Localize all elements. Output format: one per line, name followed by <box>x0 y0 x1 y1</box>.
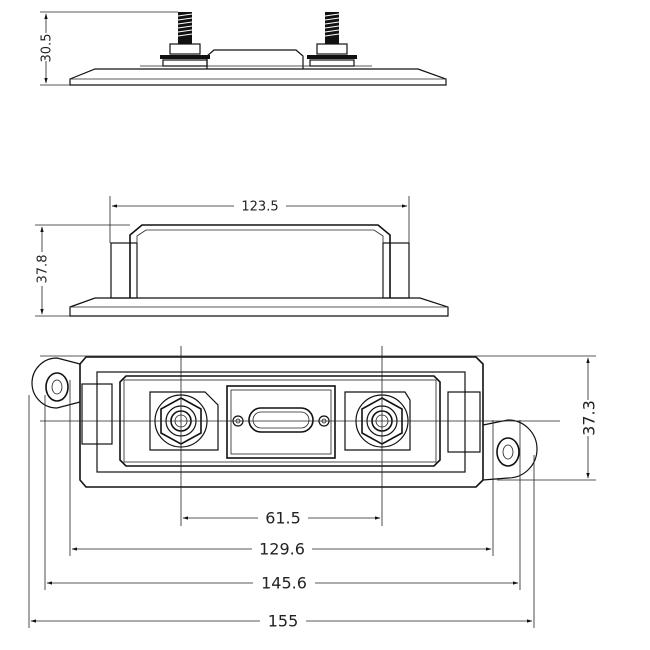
dim-top-height: 37.3 <box>580 400 599 436</box>
dim-side-height: 30.5 <box>40 34 55 63</box>
right-mount-lug <box>482 419 538 481</box>
left-mount-lug <box>31 357 81 409</box>
side-view: 30.5 <box>38 11 447 86</box>
top-view: 37.3 61.5 129.6 145.6 155 <box>28 346 599 631</box>
dim-stud-spacing: 61.5 <box>265 509 301 528</box>
dim-front-height: 37.8 <box>36 255 51 284</box>
dim-mount-hole-spacing: 145.6 <box>261 574 307 593</box>
dim-body-length: 129.6 <box>259 540 305 559</box>
front-view: 123.5 37.8 <box>34 196 449 317</box>
dim-overall-length: 155 <box>268 612 299 631</box>
right-stud <box>307 12 357 67</box>
left-stud <box>160 12 210 67</box>
dim-front-width: 123.5 <box>241 200 278 215</box>
